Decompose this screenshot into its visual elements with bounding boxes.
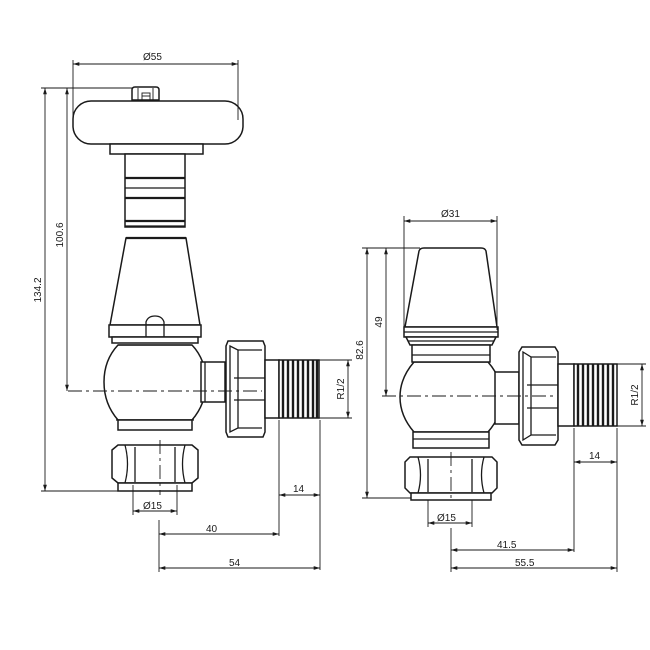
left-valve-union-nut (225, 340, 280, 438)
left-centerline-height-label: 100.6 (55, 222, 66, 247)
right-valve-threaded-tail (573, 363, 618, 427)
right-valve-conical-cap (404, 247, 498, 328)
right-valve-dimensions: Ø31 82.6 49 R1/2 14 Ø15 41.5 55.5 (355, 209, 646, 572)
right-centerline-height-label: 49 (374, 316, 385, 328)
left-valve-threaded-tail (278, 359, 320, 419)
right-thread-length-label: 14 (589, 451, 601, 462)
left-center-to-tail-label: 40 (206, 524, 218, 535)
left-valve (68, 86, 320, 495)
left-pipe-diameter-label: Ø15 (143, 501, 162, 512)
left-valve-wheel-head (72, 100, 244, 145)
left-valve-cap-knob (131, 86, 160, 101)
left-head-diameter-label: Ø55 (143, 52, 162, 63)
left-valve-tapered-body (109, 237, 201, 326)
right-pipe-diameter-label: Ø15 (437, 513, 456, 524)
left-thread-length-label: 14 (293, 484, 305, 495)
right-overall-height-label: 82.6 (355, 340, 366, 360)
left-valve-ball-body (103, 344, 207, 421)
right-valve-ball-body (399, 361, 503, 433)
left-overall-height-label: 134.2 (33, 277, 44, 302)
left-center-to-end-label: 54 (229, 558, 241, 569)
right-valve (382, 247, 618, 501)
left-thread-label: R1/2 (336, 378, 347, 400)
right-center-to-end-label: 55.5 (515, 558, 535, 569)
left-valve-dimensions: Ø55 134.2 100.6 R1/2 14 Ø15 40 54 (33, 52, 352, 572)
left-valve-spindle (124, 153, 186, 228)
right-head-diameter-label: Ø31 (441, 209, 460, 220)
left-valve-bottom-nut (111, 444, 199, 492)
right-thread-label: R1/2 (630, 384, 641, 406)
right-center-to-tail-label: 41.5 (497, 540, 517, 551)
